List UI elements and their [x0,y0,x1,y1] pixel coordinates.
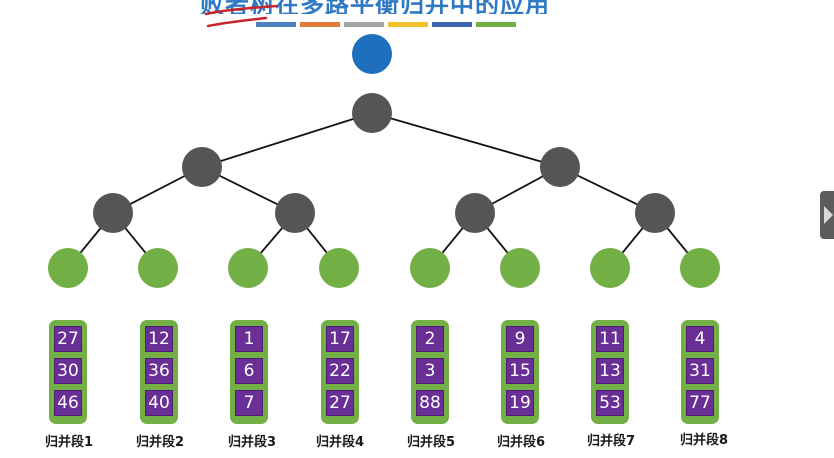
segment-value: 6 [235,358,263,384]
leaf-node [138,248,178,288]
segment-value: 19 [506,390,534,416]
segment-value: 1 [235,326,263,352]
internal-node [93,193,133,233]
segment-value: 30 [54,358,82,384]
segment-value: 31 [686,358,714,384]
segment-label: 归并段1 [44,435,94,450]
merge-segment: 1 6 7 [230,320,268,424]
segment-value: 3 [416,358,444,384]
segment-label: 归并段8 [679,433,729,448]
segment-value: 12 [145,326,173,352]
segment-value: 22 [326,358,354,384]
merge-segment: 17 22 27 [321,320,359,424]
merge-segment: 2 3 88 [411,320,449,424]
segment-label: 归并段7 [586,434,636,449]
internal-node [540,147,580,187]
internal-node [182,147,222,187]
loser-tree-diagram [48,34,720,288]
chevron-right-icon [824,206,833,224]
leaf-node [48,248,88,288]
segment-value: 4 [686,326,714,352]
merge-segment: 12 36 40 [140,320,178,424]
accent-bar [344,22,384,27]
merge-segment: 9 15 19 [501,320,539,424]
segment-value: 88 [416,390,444,416]
tree-edge [371,112,561,168]
segment-value: 46 [54,390,82,416]
segment-label: 归并段3 [227,435,277,450]
leaf-node [500,248,540,288]
segment-value: 2 [416,326,444,352]
segment-label: 归并段5 [406,435,456,450]
slide-title: 败者树在多路平衡归并中的应用 [200,0,550,14]
segment-label: 归并段6 [496,435,546,450]
segment-value: 40 [145,390,173,416]
tree-root-node [352,93,392,133]
segment-value: 27 [54,326,82,352]
accent-bar [256,22,296,27]
accent-bar [388,22,428,27]
merge-segment: 27 30 46 [49,320,87,424]
accent-bar [432,22,472,27]
leaf-node [319,248,359,288]
internal-node [275,193,315,233]
winner-node [352,34,392,74]
segment-value: 36 [145,358,173,384]
segment-value: 53 [596,390,624,416]
leaf-node [228,248,268,288]
internal-node [635,193,675,233]
leaf-node [590,248,630,288]
segment-value: 13 [596,358,624,384]
leaf-node [410,248,450,288]
merge-segment: 4 31 77 [681,320,719,424]
slide-title-strip: 败者树在多路平衡归并中的应用 [200,0,580,14]
tree-edge [201,112,373,168]
handwritten-underline [204,4,278,28]
leaf-node [680,248,720,288]
accent-bar [476,22,516,27]
segment-value: 15 [506,358,534,384]
segment-value: 11 [596,326,624,352]
internal-node [455,193,495,233]
segment-value: 7 [235,390,263,416]
segment-value: 77 [686,390,714,416]
segment-label: 归并段4 [315,435,365,450]
segment-value: 17 [326,326,354,352]
side-panel-toggle[interactable] [820,191,834,239]
merge-segment: 11 13 53 [591,320,629,424]
segment-value: 27 [326,390,354,416]
segment-label: 归并段2 [135,435,185,450]
accent-bar [300,22,340,27]
segment-value: 9 [506,326,534,352]
